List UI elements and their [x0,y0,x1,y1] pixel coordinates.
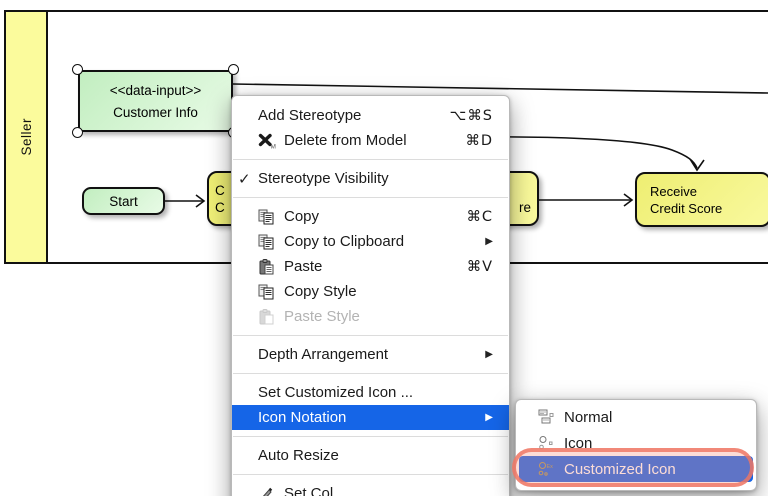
icon-notation-icon [538,435,558,451]
node-receive-credit-score[interactable]: Receive Credit Score [635,172,768,227]
menu-label: Icon [564,434,593,452]
shortcut: ⌘D [465,132,493,149]
menu-label: Copy [284,208,320,225]
shortcut: ⌘C [466,208,493,225]
svg-text:Ex: Ex [547,464,554,470]
menu-item-copy-style[interactable]: Copy Style [232,279,509,304]
menu-item-icon-notation[interactable]: Icon Notation ▶ [232,405,509,430]
submenu-item-icon[interactable]: Icon [516,430,756,456]
shortcut: ⌘V [466,258,493,275]
menu-label: Normal [564,408,613,426]
menu-separator [233,373,508,374]
node-label: Start [109,193,138,209]
menu-label: Depth Arrangement [258,346,389,363]
brush-icon [258,486,280,496]
submenu-item-customized-icon[interactable]: Ex Customized Icon [519,456,753,482]
menu-label: Set Customized Icon ... [258,384,414,401]
menu-item-depth-arrangement[interactable]: Depth Arrangement ▶ [232,342,509,367]
menu-separator [233,197,508,198]
menu-label: Copy Style [284,283,357,300]
node-customer-info[interactable]: <<data-input>> Customer Info [78,70,233,132]
normal-notation-icon [538,409,558,425]
menu-label: Copy to Clipboard [284,233,405,250]
lane-label: Seller [18,118,34,156]
paste-style-icon [258,308,280,325]
submenu-item-normal[interactable]: Normal [516,404,756,430]
customized-icon-icon: Ex [538,461,558,477]
menu-separator [233,474,508,475]
stereotype-label: <<data-input>> [109,82,202,98]
shortcut: ⌥⌘S [449,107,493,124]
paste-icon [258,258,280,275]
menu-label: Customized Icon [564,460,676,478]
menu-separator [233,436,508,437]
menu-label: Delete from Model [284,132,407,149]
menu-label: Add Stereotype [258,107,362,124]
node-label: Credit Score [650,200,723,216]
menu-item-paste[interactable]: Paste ⌘V [232,254,509,279]
menu-label: Paste [284,258,323,275]
menu-item-add-stereotype[interactable]: Add Stereotype ⌥⌘S [232,103,509,128]
menu-separator [233,159,508,160]
node-start[interactable]: Start [82,187,165,215]
menu-separator [233,335,508,336]
menu-item-paste-style: Paste Style [232,304,509,329]
menu-item-delete-from-model[interactable]: M Delete from Model ⌘D [232,128,509,153]
menu-item-set-customized-icon[interactable]: Set Customized Icon ... [232,380,509,405]
svg-text:M: M [271,143,276,149]
menu-label: Icon Notation [258,409,347,426]
selection-handle-bl[interactable] [72,127,83,138]
copy-style-icon [258,284,280,300]
context-menu: Add Stereotype ⌥⌘S M Delete from Model ⌘… [231,95,510,496]
copy-icon [258,209,280,225]
menu-label: Set Col [284,485,334,496]
clipped-text: C [215,182,225,198]
icon-notation-submenu: Normal Icon Ex Customized Icon [515,399,757,491]
delete-model-icon: M [258,133,280,149]
node-label: Receive [650,183,697,199]
selection-handle-tr[interactable] [228,64,239,75]
submenu-arrow-icon: ▶ [485,412,493,423]
menu-label: Paste Style [284,308,360,325]
submenu-arrow-icon: ▶ [485,236,493,247]
menu-item-set-color[interactable]: Set Col [232,481,509,496]
menu-label: Stereotype Visibility [258,170,389,187]
menu-item-copy-to-clipboard[interactable]: Copy to Clipboard ▶ [232,229,509,254]
lane-seller[interactable]: Seller [6,12,48,262]
check-icon: ✓ [238,170,251,188]
submenu-arrow-icon: ▶ [485,349,493,360]
menu-item-stereotype-visibility[interactable]: ✓ Stereotype Visibility [232,166,509,191]
menu-item-copy[interactable]: Copy ⌘C [232,204,509,229]
node-label: Customer Info [113,104,198,120]
clipped-text: re [518,199,531,215]
menu-label: Auto Resize [258,447,339,464]
copy-icon [258,234,280,250]
menu-item-auto-resize[interactable]: Auto Resize [232,443,509,468]
selection-handle-tl[interactable] [72,64,83,75]
clipped-text: C [215,199,225,215]
